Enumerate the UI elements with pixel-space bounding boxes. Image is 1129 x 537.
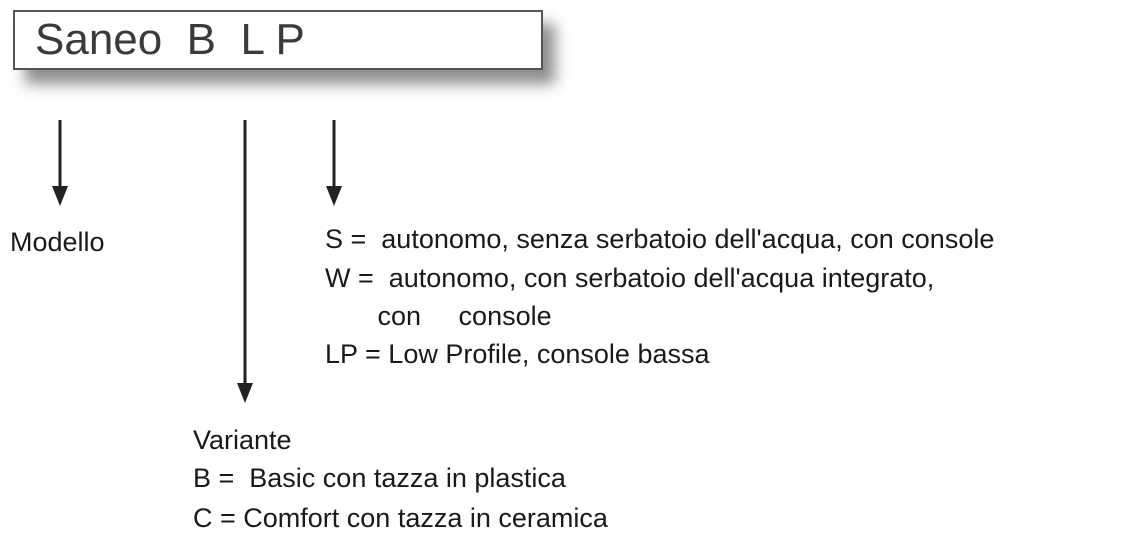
type-arrow bbox=[326, 120, 342, 206]
type-option-lp: LP = Low Profile, console bassa bbox=[325, 339, 710, 369]
type-option-s: S = autonomo, senza serbatoio dell'acqua… bbox=[325, 224, 995, 254]
title-box: Saneo B L P bbox=[13, 10, 543, 70]
model-code-title: Saneo B L P bbox=[35, 15, 305, 64]
variant-arrow bbox=[237, 120, 253, 403]
variant-heading: Variante bbox=[193, 425, 292, 455]
type-option-w: W = autonomo, con serbatoio dell'acqua i… bbox=[325, 263, 935, 293]
variant-option-b: B = Basic con tazza in plastica bbox=[193, 463, 566, 493]
model-label: Modello bbox=[10, 227, 105, 257]
type-option-w-continuation: con console bbox=[325, 301, 552, 331]
model-arrow bbox=[52, 120, 68, 206]
variant-option-c: C = Comfort con tazza in ceramica bbox=[193, 503, 608, 533]
